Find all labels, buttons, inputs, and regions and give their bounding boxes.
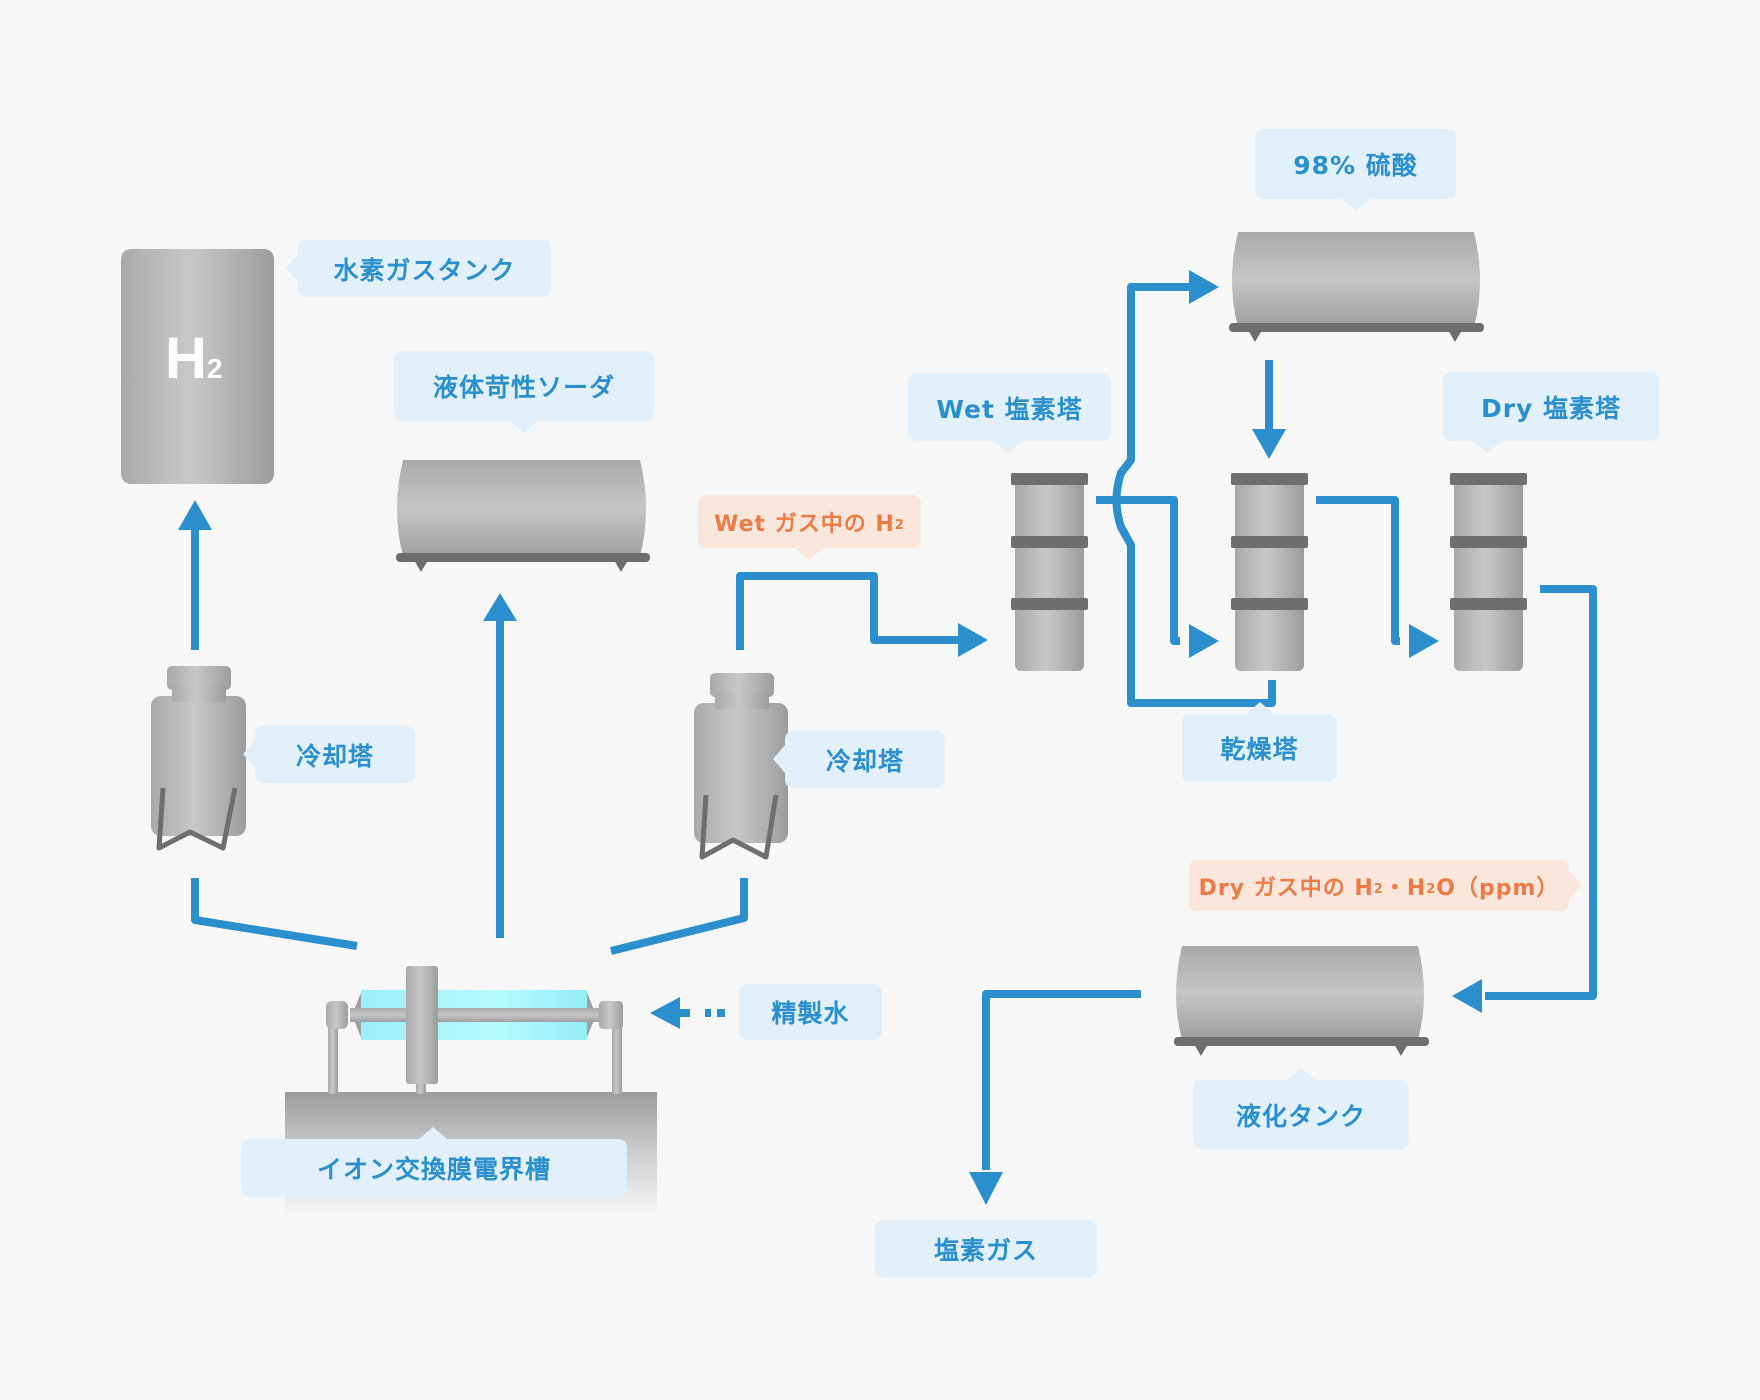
arrowhead-drying-side	[1189, 624, 1219, 658]
flow-cooler2-to-wet	[736, 572, 960, 650]
arrowhead-pure-water	[650, 997, 680, 1029]
flow-liquefaction-to-chlorine	[982, 990, 1141, 1170]
arrowhead-wet	[958, 623, 988, 657]
label-wet-chlorine-tower: Wet 塩素塔	[908, 374, 1111, 453]
arrowhead-h2tank	[178, 500, 212, 530]
cooling-tower-h2	[151, 666, 246, 851]
label-h2-tank: 水素ガスタンク	[286, 240, 551, 297]
flow-wet-to-drying	[1096, 496, 1180, 645]
label-liquefaction-tank: 液化タンク	[1193, 1068, 1409, 1149]
flow-electrolyzer-to-cooler2	[610, 878, 748, 955]
arrowhead-drying-top	[1252, 429, 1286, 459]
arrowhead-chlorine	[969, 1172, 1003, 1205]
liquefaction-tank	[1174, 946, 1429, 1056]
h2-tank-symbol: H2	[165, 326, 223, 391]
label-cooling-tower-1: 冷却塔	[243, 726, 415, 783]
arrowhead-sulfuric	[1189, 270, 1219, 304]
label-caustic-soda: 液体苛性ソーダ	[394, 351, 654, 433]
label-drying-tower: 乾燥塔	[1182, 702, 1337, 782]
flow-dry-to-liquefaction	[1485, 585, 1597, 1000]
flow-drying-to-sulfuric	[1112, 283, 1276, 707]
label-dry-chlorine-tower: Dry 塩素塔	[1443, 372, 1659, 453]
arrowhead-dry	[1409, 624, 1439, 658]
flow-lines	[191, 283, 1597, 1170]
arrowhead-liquefaction	[1452, 979, 1482, 1013]
label-chlorine-gas: 塩素ガス	[875, 1220, 1097, 1277]
sulfuric-acid-tank	[1229, 232, 1484, 342]
drying-tower	[1231, 473, 1308, 671]
arrowheads	[178, 270, 1482, 1205]
label-pure-water: 精製水	[739, 984, 882, 1040]
h2-tank	[121, 249, 274, 484]
caustic-soda-tank	[396, 460, 650, 572]
flow-electrolyzer-to-cooler1	[191, 878, 358, 950]
wet-chlorine-tower	[1011, 473, 1088, 671]
dry-chlorine-tower	[1450, 473, 1527, 671]
cooling-tower-cl2	[694, 673, 788, 860]
flow-drying-to-dry	[1316, 496, 1400, 645]
label-sulfuric-acid: 98% 硫酸	[1255, 129, 1456, 211]
label-cooling-tower-2: 冷却塔	[773, 731, 945, 788]
label-electrolyzer: イオン交換膜電界槽	[241, 1127, 627, 1197]
arrowhead-caustic	[483, 593, 517, 621]
